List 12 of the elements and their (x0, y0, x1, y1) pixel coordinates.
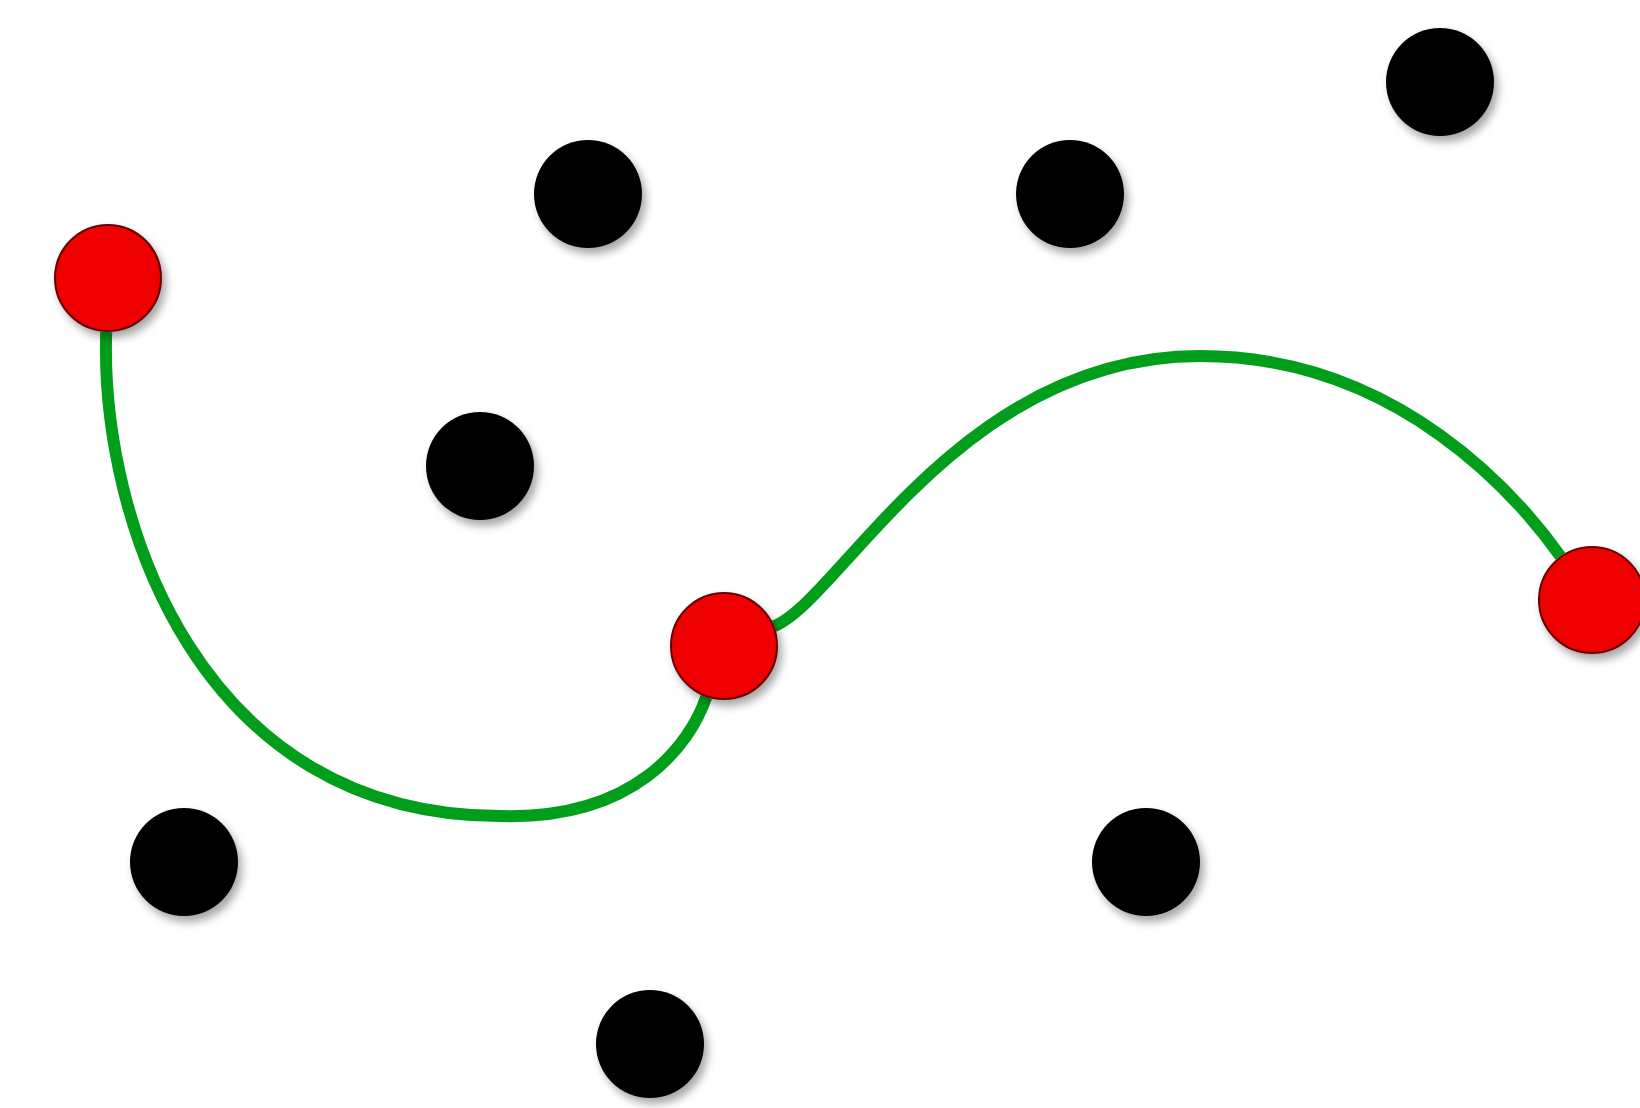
dot (426, 412, 534, 520)
dot (596, 990, 704, 1098)
dot (130, 808, 238, 916)
point (670, 592, 778, 700)
dot (1386, 28, 1494, 136)
dot (1016, 140, 1124, 248)
dot (1092, 808, 1200, 916)
point (54, 224, 162, 332)
curved-line (100, 331, 712, 822)
point (1538, 546, 1640, 654)
dot (534, 140, 642, 248)
curved-line (771, 350, 1566, 632)
